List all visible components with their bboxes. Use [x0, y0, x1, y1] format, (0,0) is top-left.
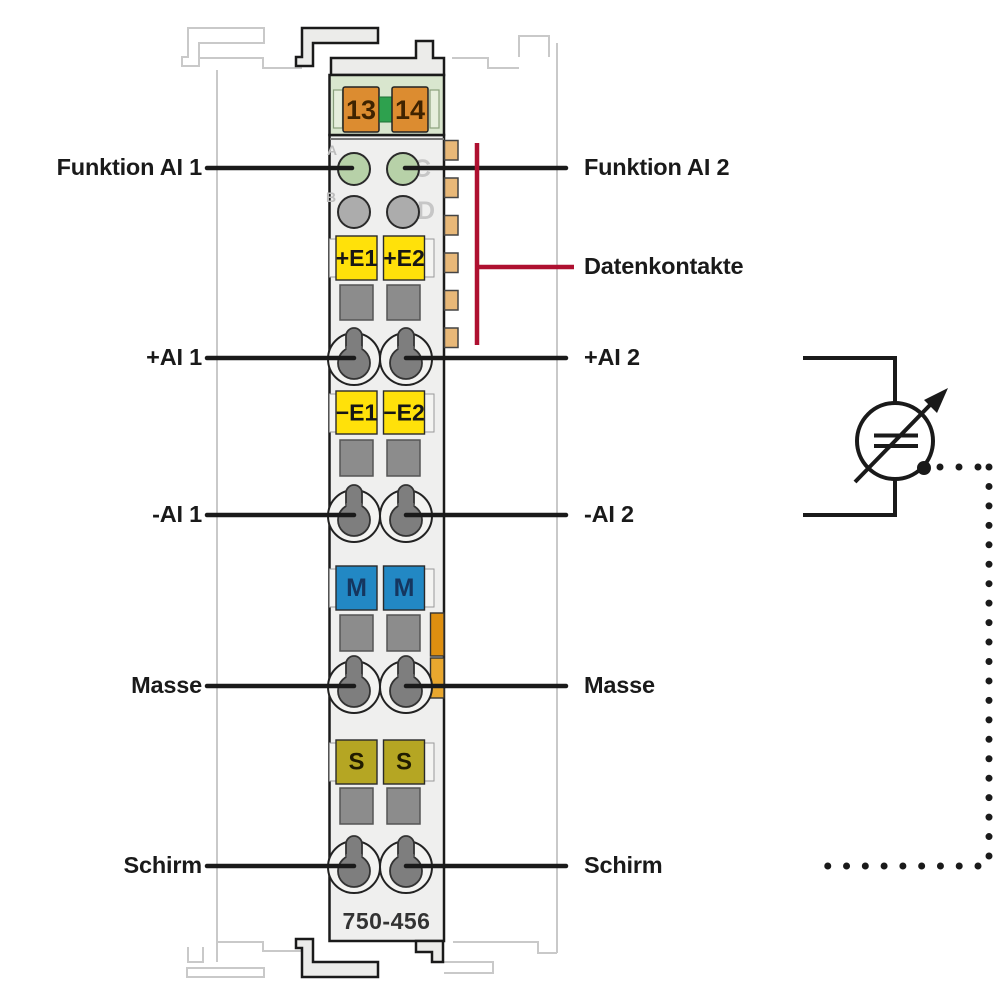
marker-box-e2-plus [382, 235, 426, 281]
io-module: 13 14 A B C D +E1 +E2 [294, 26, 459, 979]
push-button [339, 439, 374, 477]
push-button [386, 614, 421, 652]
transducer-wire-bottom [803, 479, 897, 517]
din-latch-top [294, 26, 380, 68]
transducer-arrow-head [924, 388, 948, 413]
marker-box-e2-minus [382, 390, 426, 435]
led-d-letter: D [417, 197, 435, 225]
adjacent-module-outline-right [444, 35, 558, 974]
label-masse-left: Masse [131, 672, 202, 698]
lead-lines [204, 143, 574, 869]
marker-tab [424, 568, 435, 608]
marker-box-m1 [335, 565, 378, 611]
marker-box-e1-plus [335, 235, 378, 281]
label-ai-minus-1: -AI 1 [152, 501, 202, 527]
data-contact-5 [443, 289, 459, 311]
marker-box-s1 [335, 739, 378, 785]
label-funktion-ai2: Funktion AI 2 [584, 154, 729, 180]
led-b [337, 195, 371, 229]
ghost-right-cap-edge [452, 57, 519, 69]
push-button [339, 284, 374, 321]
transducer-wire-top [803, 356, 897, 403]
push-button [339, 787, 374, 825]
housing-top-cap [329, 39, 446, 77]
shield-node-dot [917, 461, 931, 475]
label-datenkontakte: Datenkontakte [584, 253, 743, 279]
annotation-labels: Funktion AI 1 +AI 1 -AI 1 Masse Schirm F… [57, 154, 744, 878]
power-terminal-tab-left [332, 89, 344, 129]
marker-e1-plus-label: +E1 [336, 245, 378, 271]
marker-box-s2 [382, 739, 426, 785]
din-latch-bottom [294, 937, 380, 979]
label-schirm-left: Schirm [124, 852, 202, 878]
marker-box-m2 [382, 565, 426, 611]
push-button [386, 787, 421, 825]
transducer-symbol [803, 356, 993, 870]
data-contact-3 [443, 214, 459, 236]
ghost-left-cap-edge [199, 57, 302, 69]
marker-e2-minus-label: −E2 [383, 400, 425, 426]
marker-tab [424, 742, 435, 782]
ghost-right-bottom-bar [444, 961, 494, 974]
label-ai-plus-2: +AI 2 [584, 344, 640, 370]
marker-e2-plus-label: +E2 [383, 245, 425, 271]
label-funktion-ai1: Funktion AI 1 [57, 154, 202, 180]
data-contact-1 [443, 139, 459, 161]
label-schirm-right: Schirm [584, 852, 662, 878]
data-contact-6 [443, 327, 459, 349]
data-contacts [443, 139, 459, 349]
push-button [386, 284, 421, 321]
data-contact-2 [443, 177, 459, 199]
marker-e1-minus-label: −E1 [336, 400, 378, 426]
power-terminal-14-number: 14 [395, 95, 425, 125]
housing-bottom-foot [414, 939, 445, 964]
marker-tab [424, 238, 435, 278]
label-ai-plus-1: +AI 1 [146, 344, 202, 370]
label-masse-right: Masse [584, 672, 655, 698]
ghost-left-bottom-bar [186, 967, 265, 978]
ghost-left-bottom-hook [187, 947, 204, 963]
marker-s1-label: S [348, 749, 364, 776]
ghost-right-bottom-step [453, 941, 557, 954]
ghost-left-bottom-step [217, 941, 301, 952]
transducer-arrow-shaft [853, 403, 932, 484]
led-a-letter: A [327, 142, 337, 158]
power-jumper-contact-upper [429, 612, 445, 657]
marker-tab [424, 393, 435, 433]
push-button [339, 614, 374, 652]
marker-box-e1-minus [335, 390, 378, 435]
led-d [386, 195, 420, 229]
led-b-letter: B [326, 189, 336, 205]
bus-coupler-contact [379, 96, 393, 123]
module-number: 750-456 [343, 908, 431, 934]
ghost-left-latch [181, 27, 265, 67]
push-button [386, 439, 421, 477]
marker-m2-label: M [394, 574, 415, 602]
power-terminal-tab-right [429, 89, 440, 129]
data-contact-4 [443, 252, 459, 274]
ghost-right-latch [518, 35, 550, 57]
power-terminal-14 [391, 86, 429, 133]
marker-m1-label: M [346, 574, 367, 602]
power-terminal-13-number: 13 [346, 95, 376, 125]
label-ai-minus-2: -AI 2 [584, 501, 634, 527]
marker-s2-label: S [396, 749, 412, 776]
